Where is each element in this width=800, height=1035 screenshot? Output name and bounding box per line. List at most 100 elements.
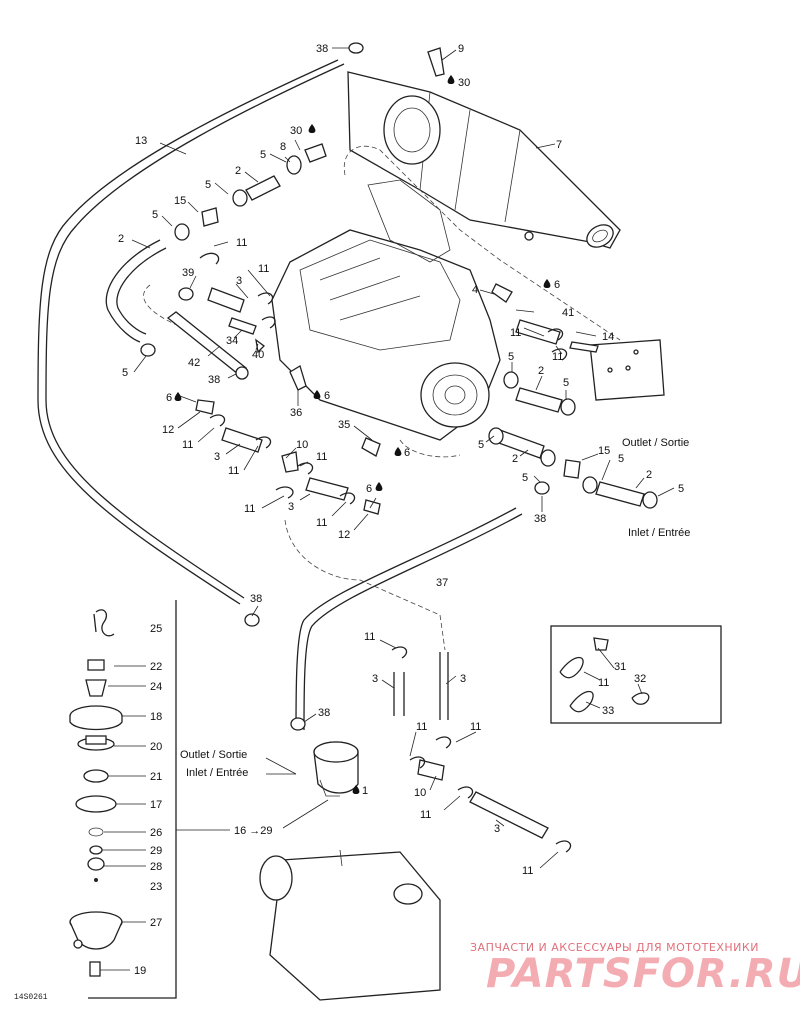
callout-3: 3 (214, 451, 220, 463)
callout-5: 5 (522, 472, 528, 484)
callout-11: 11 (598, 677, 609, 689)
diagram-code: 14S0261 (14, 993, 48, 1002)
callout-29: 29 (150, 845, 162, 857)
callout-11: 11 (236, 237, 247, 249)
callout-5: 5 (260, 149, 266, 161)
callout-36: 36 (290, 407, 302, 419)
callout-5: 5 (678, 483, 684, 495)
callout-20: 20 (150, 741, 162, 753)
callout-11: 11 (244, 503, 255, 515)
callout-11: 11 (552, 351, 563, 363)
callout-3: 3 (494, 823, 500, 835)
callout-11: 11 (470, 721, 481, 733)
callout-38: 38 (208, 374, 220, 386)
callout-42: 42 (188, 357, 200, 369)
callout-11: 11 (420, 809, 431, 821)
callout-37: 37 (436, 577, 448, 589)
callout-12: 12 (338, 529, 350, 541)
callouts: 38 9 30 13 30 8 7 5 2 5 15 5 11 2 11 39 … (118, 43, 690, 977)
manifold-outline (343, 145, 621, 341)
callout-19: 19 (134, 965, 146, 977)
callout-2: 2 (235, 165, 241, 177)
outlet-label-engine: Outlet / Sortie (622, 437, 689, 449)
callout-3: 3 (460, 673, 466, 685)
inlet-label-engine: Inlet / Entrée (628, 527, 690, 539)
callout-3: 3 (236, 275, 242, 287)
callout-11: 11 (258, 263, 269, 275)
callout-11: 11 (316, 451, 327, 463)
watermark-logo: PARTSFOR.RU (486, 951, 800, 997)
spring-clamps (199, 252, 572, 853)
callout-6: 6 (366, 483, 372, 495)
callout-17: 17 (150, 799, 162, 811)
reservoir (259, 849, 441, 1001)
callout-16-29: 16 →29 (234, 825, 273, 837)
callout-14: 14 (602, 331, 614, 343)
callout-9: 9 (458, 43, 464, 55)
leader-lines (100, 47, 675, 971)
engine (271, 179, 501, 441)
bracket (589, 339, 665, 401)
tuned-pipe (347, 71, 621, 249)
callout-33: 33 (602, 705, 614, 717)
callout-6: 6 (554, 279, 560, 291)
fittings (195, 47, 599, 781)
callout-8: 8 (280, 141, 286, 153)
callout-38: 38 (318, 707, 330, 719)
callout-1: 1 (362, 785, 368, 797)
sealant-drops (174, 75, 551, 794)
callout-2: 2 (646, 469, 652, 481)
outlet-label-tank: Outlet / Sortie (180, 749, 247, 761)
callout-11: 11 (416, 721, 427, 733)
callout-4: 4 (472, 284, 478, 296)
callout-26: 26 (150, 827, 162, 839)
callout-5: 5 (478, 439, 484, 451)
callout-11: 11 (316, 517, 327, 529)
callout-10: 10 (414, 787, 426, 799)
callout-3: 3 (372, 673, 378, 685)
callout-11: 11 (364, 631, 375, 643)
callout-30: 30 (458, 77, 470, 89)
callout-11: 11 (182, 439, 193, 451)
callout-39: 39 (182, 267, 194, 279)
callout-40: 40 (252, 349, 264, 361)
callout-5: 5 (152, 209, 158, 221)
callout-41: 41 (562, 307, 574, 319)
callout-22: 22 (150, 661, 162, 673)
callout-34: 34 (226, 335, 238, 347)
clamp-inset (550, 625, 722, 724)
hose-37 (295, 507, 523, 731)
callout-6: 6 (324, 390, 330, 402)
pipe-sections (207, 175, 645, 839)
inlet-label-tank: Inlet / Entrée (186, 767, 248, 779)
callout-5: 5 (122, 367, 128, 379)
callout-24: 24 (150, 681, 162, 693)
callout-28: 28 (150, 861, 162, 873)
callout-5: 5 (508, 351, 514, 363)
callout-38: 38 (534, 513, 546, 525)
cap-assembly (69, 600, 177, 999)
callout-15: 15 (174, 195, 186, 207)
callout-3: 3 (288, 501, 294, 513)
callout-27: 27 (150, 917, 162, 929)
callout-2: 2 (118, 233, 124, 245)
callout-30: 30 (290, 125, 302, 137)
callout-15: 15 (598, 445, 610, 457)
callout-35: 35 (338, 419, 350, 431)
callout-31: 31 (614, 661, 626, 673)
hose-13 (37, 59, 345, 605)
callout-11: 11 (228, 465, 239, 477)
callout-25: 25 (150, 623, 162, 635)
callout-38: 38 (250, 593, 262, 605)
callout-5: 5 (563, 377, 569, 389)
coolant-tank (313, 741, 359, 797)
callout-13: 13 (135, 135, 147, 147)
callout-23: 23 (150, 881, 162, 893)
callout-12: 12 (162, 424, 174, 436)
dash-lines (143, 284, 461, 651)
hose-2-curved (105, 239, 167, 343)
callout-11: 11 (522, 865, 533, 877)
callout-10: 10 (296, 439, 308, 451)
callout-7: 7 (556, 139, 562, 151)
